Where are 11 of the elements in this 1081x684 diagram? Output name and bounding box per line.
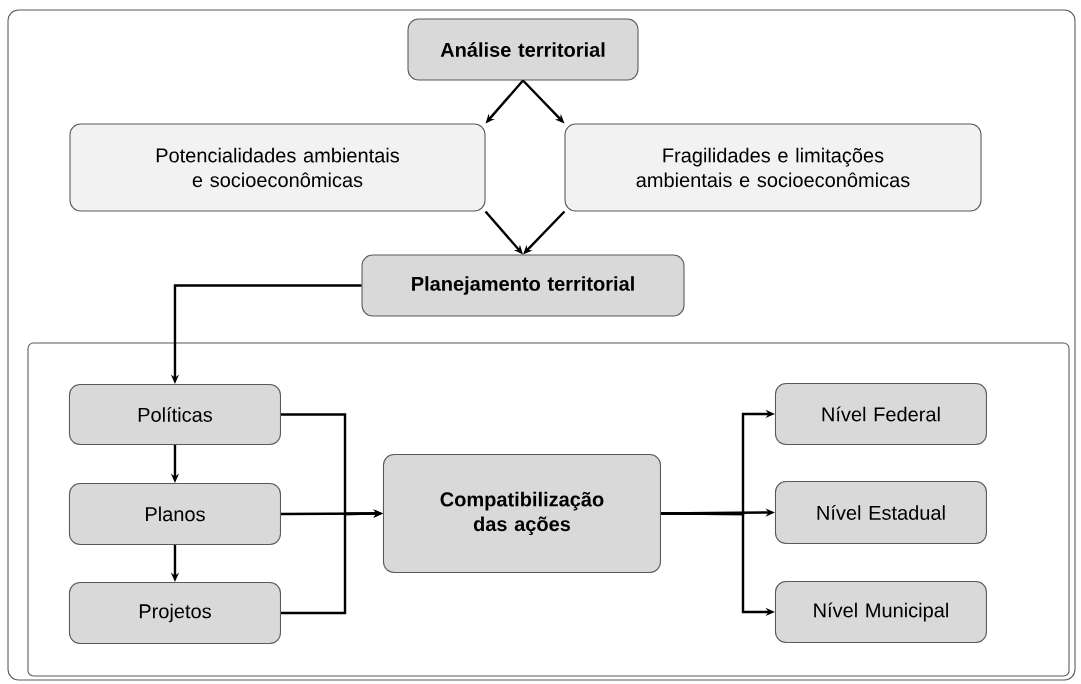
process-box: Potencialidades ambientais e socioeconômicas	[69, 123, 486, 212]
process-box: Planejamento territorial	[361, 254, 685, 317]
process-box: Fragilidades e limitações ambientais e socioeconômicas	[564, 123, 982, 212]
process-box: Análise territorial	[407, 18, 639, 81]
process-box: Nível Estadual	[774, 480, 987, 544]
process-box: Políticas	[68, 383, 281, 445]
process-box: Compatibilização das ações	[382, 453, 661, 573]
process-box: Nível Municipal	[774, 580, 987, 643]
process-box: Nível Federal	[774, 382, 987, 445]
process-box: Projetos	[68, 581, 281, 644]
process-box: Planos	[68, 482, 281, 545]
